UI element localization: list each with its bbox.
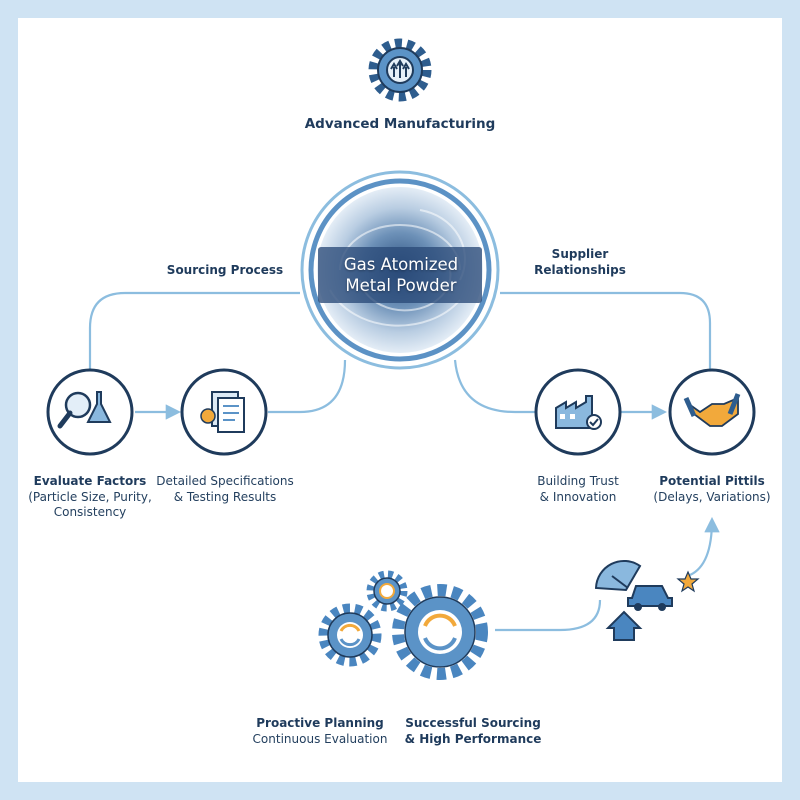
evaluate-factors-icon (46, 368, 134, 456)
handshake-icon (685, 396, 739, 427)
gauge-car-star-icon (594, 559, 700, 641)
potential-pitfalls-label: Potential Pittils (Delays, Variations) (646, 474, 778, 505)
center-powder-image (300, 170, 500, 370)
star-icon (676, 570, 700, 593)
building-trust-icon (534, 368, 622, 456)
connector-supplier (500, 291, 712, 370)
potential-pitfalls-icon (668, 368, 756, 456)
evaluate-line2: Consistency (53, 505, 127, 520)
connector-center-trust (453, 359, 535, 414)
specifications-label: Detailed Specifications & Testing Result… (155, 474, 295, 505)
connectors (88, 291, 720, 632)
success-line1: Successful Sourcing (405, 716, 541, 730)
supplier-label-line2: Relationships (534, 262, 626, 277)
factory-check-icon (555, 395, 593, 429)
center-title: Gas Atomized Metal Powder (317, 246, 485, 304)
connector-specs-center (268, 359, 347, 414)
evaluate-line1: (Particle Size, Purity, (28, 489, 152, 504)
evaluate-title: Evaluate Factors (33, 474, 147, 488)
supplier-relationships-label: Supplier Relationships (500, 247, 660, 278)
building-trust-label: Building Trust & Innovation (510, 474, 646, 505)
sourcing-process-label: Sourcing Process (166, 263, 284, 277)
pitfalls-title: Potential Pittils (659, 474, 765, 488)
gauge-icon (594, 559, 642, 592)
trust-line2: & Innovation (539, 489, 617, 504)
planning-title: Proactive Planning (256, 716, 384, 730)
gears-cycle-icon (318, 570, 488, 680)
connector-performance-pitfalls (689, 516, 720, 577)
proactive-planning-label: Proactive Planning Continuous Evaluation (250, 716, 390, 747)
trust-line1: Building Trust (537, 474, 619, 488)
arrow-up-icon (605, 610, 643, 641)
planning-line1: Continuous Evaluation (252, 731, 388, 746)
specs-line1: Detailed Specifications (156, 474, 294, 488)
center-title-line2: Metal Powder (345, 276, 457, 295)
evaluate-factors-label: Evaluate Factors (Particle Size, Purity,… (20, 474, 160, 521)
connector-sourcing (88, 291, 300, 370)
successful-sourcing-label: Successful Sourcing & High Performance (398, 716, 548, 747)
success-line2: & High Performance (404, 731, 542, 746)
gear-arrows-up-icon (368, 38, 432, 102)
specs-line2: & Testing Results (173, 489, 277, 504)
connector-gears-performance (495, 599, 602, 632)
specifications-icon (180, 368, 268, 456)
center-title-line1: Gas Atomized (343, 254, 459, 274)
pitfalls-line1: (Delays, Variations) (653, 489, 771, 504)
magnifier-flask-icon (64, 391, 92, 419)
supplier-label-line1: Supplier (551, 247, 609, 261)
car-icon (627, 585, 673, 607)
top-title: Advanced Manufacturing (304, 116, 496, 132)
